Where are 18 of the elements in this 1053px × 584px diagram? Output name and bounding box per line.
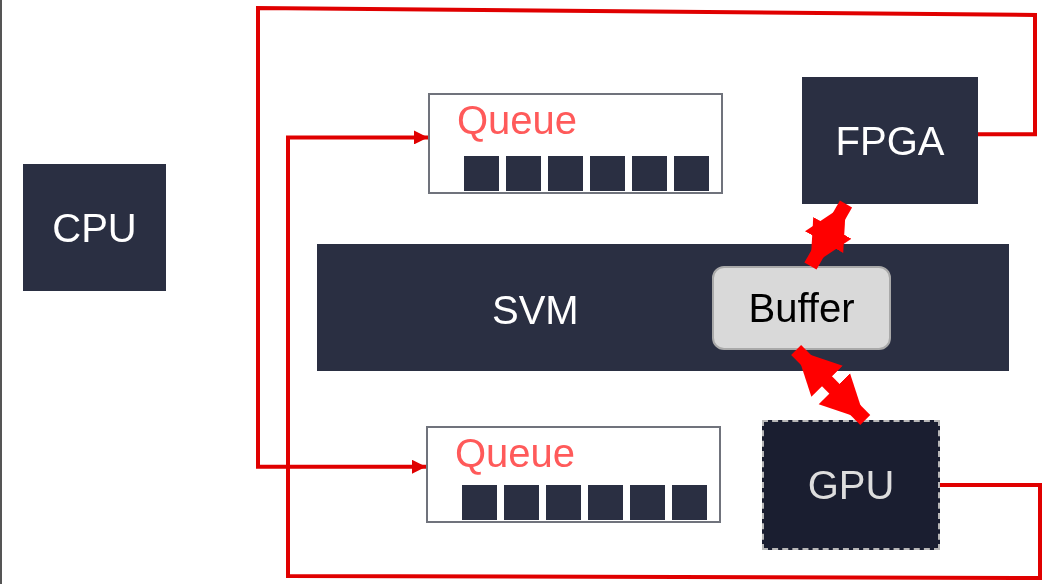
memory-band: [317, 244, 1009, 371]
device-box: [23, 164, 166, 291]
queue-box: [428, 93, 723, 194]
device-box: [762, 420, 940, 550]
box-label: GPU: [807, 465, 895, 505]
box-label: Queue: [457, 100, 578, 140]
buffer-box: [712, 266, 891, 350]
queue-box: [426, 426, 721, 523]
double-arrow: [791, 345, 871, 425]
box-label: CPU: [52, 207, 137, 248]
box-label: Queue: [455, 433, 576, 473]
double-arrow: [804, 200, 853, 270]
box-label: SVM: [492, 290, 579, 330]
connector-arrow: [286, 130, 1042, 580]
box-label: Buffer: [748, 288, 855, 328]
device-box: [802, 77, 978, 204]
connector-arrow: [256, 6, 1037, 474]
box-label: FPGA: [835, 120, 945, 161]
